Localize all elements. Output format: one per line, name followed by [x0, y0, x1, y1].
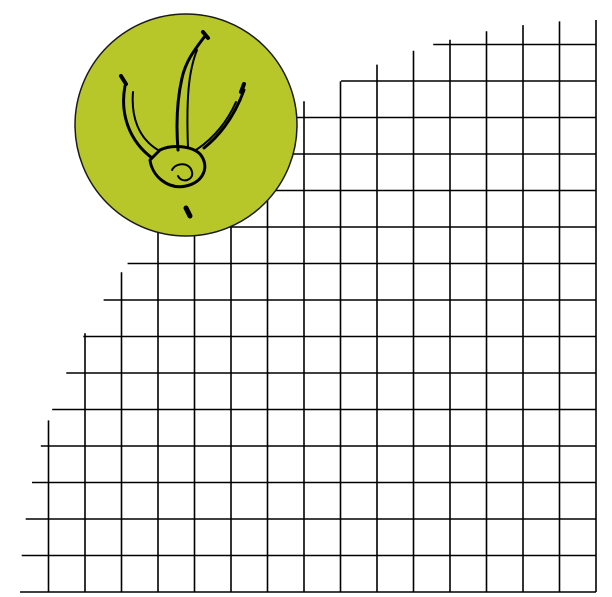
claw-right — [241, 84, 244, 92]
medallion-circle — [75, 14, 297, 236]
footprint-medallion — [75, 14, 297, 236]
